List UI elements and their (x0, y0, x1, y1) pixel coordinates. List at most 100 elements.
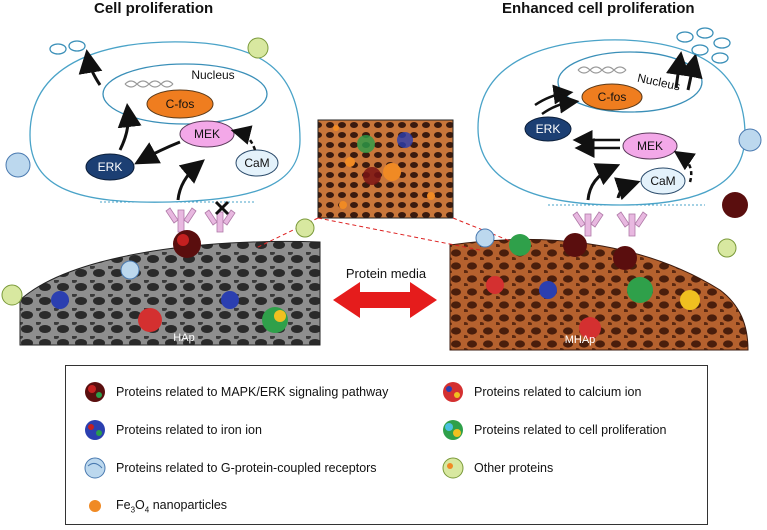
iron-protein (51, 291, 69, 309)
left-cell (19, 40, 321, 346)
mapk-protein-icon (85, 382, 105, 402)
gpcr-protein (738, 128, 762, 152)
legend: Proteins related to MAPK/ERK signaling p… (65, 365, 708, 525)
proliferation-protein (509, 234, 531, 256)
vesicle (711, 52, 729, 64)
protein-cluster (357, 135, 375, 153)
gpcr-protein (5, 152, 31, 178)
mek-node (622, 132, 678, 160)
block-cross-icon (214, 200, 230, 216)
legend-item-fe3o4: Fe3O4 nanoparticles (80, 494, 227, 518)
nanoparticle (427, 192, 435, 200)
nanoparticle (383, 163, 401, 181)
cam-label: CaM (650, 174, 675, 188)
mek-label: MEK (194, 127, 220, 141)
vesicle (676, 31, 694, 43)
proliferation-protein (627, 277, 653, 303)
calcium-protein (138, 308, 162, 332)
zoom-line (255, 217, 319, 249)
legend-label: Proteins related to iron ion (116, 423, 262, 437)
other-protein (717, 238, 737, 258)
other-protein (295, 218, 315, 238)
nanoparticle (339, 201, 347, 209)
receptor-icon (616, 211, 648, 237)
nanoparticle-icon (89, 500, 101, 512)
legend-label-fe3o4: Fe3O4 nanoparticles (116, 497, 228, 515)
iron-protein (539, 281, 557, 299)
mapk-protein (563, 233, 587, 257)
other-protein (1, 284, 23, 306)
gpcr-protein (120, 260, 140, 280)
protein-cluster (397, 132, 413, 148)
erk-node (85, 153, 135, 181)
cfos-node (581, 83, 643, 111)
vesicle (68, 40, 86, 52)
vesicle (713, 37, 731, 49)
legend-label: Proteins related to MAPK/ERK signaling p… (116, 385, 389, 399)
legend-label: Proteins related to calcium ion (474, 385, 642, 399)
legend-item-calcium: Proteins related to calcium ion (438, 380, 641, 404)
cfos-node (146, 89, 214, 119)
arrow-erk-to-cfos (117, 103, 142, 151)
arrow-mek-to-erk (134, 140, 181, 165)
mhap-substrate (449, 239, 749, 351)
legend-label: Proteins related to G-protein-coupled re… (116, 461, 377, 475)
erk-label: ERK (536, 122, 561, 136)
legend-label: Proteins related to cell proliferation (474, 423, 667, 437)
cell-membrane (29, 41, 301, 203)
vesicle (49, 43, 67, 55)
title-enhanced-cell-proliferation: Enhanced cell proliferation (502, 0, 695, 17)
erk-node (524, 116, 572, 142)
proliferation-protein (274, 310, 286, 322)
arrow-receptor-to-cam (613, 177, 641, 201)
mhap-label: MHAp (565, 334, 596, 346)
legend-item-proliferation: Proteins related to cell proliferation (438, 418, 666, 442)
mek-label: MEK (637, 139, 663, 153)
cfos-label: C-fos (598, 90, 627, 104)
protein-cluster (363, 167, 381, 185)
zoom-line (317, 217, 481, 251)
legend-label: Other proteins (474, 461, 554, 475)
arrow-cam-to-mek (230, 125, 257, 151)
iron-protein-icon (85, 420, 105, 440)
calcium-protein-icon (443, 382, 463, 402)
nanoparticle (333, 125, 339, 131)
legend-item-gpcr: Proteins related to G-protein-coupled re… (80, 456, 377, 480)
arrow-out-right (679, 53, 703, 91)
legend-item-other: Other proteins (438, 456, 553, 480)
hap-label: HAp (173, 332, 194, 344)
other-protein-icon (442, 457, 464, 479)
cfos-label: C-fos (166, 97, 195, 111)
other-protein (247, 37, 269, 59)
mapk-protein (722, 192, 748, 218)
hap-substrate (19, 240, 321, 346)
calcium-protein (579, 317, 601, 339)
receptor-icon (165, 207, 197, 233)
nucleus-label: Nucleus (191, 68, 234, 82)
arrow-erk-to-cfos (534, 84, 574, 107)
calcium-protein (486, 276, 504, 294)
cam-node (640, 167, 686, 195)
title-cell-proliferation: Cell proliferation (94, 0, 214, 17)
arrow-receptor-to-mek (586, 163, 621, 201)
dna-icon (577, 66, 627, 74)
legend-item-mapk: Proteins related to MAPK/ERK signaling p… (80, 380, 388, 404)
proliferation-protein (680, 290, 700, 310)
gpcr-protein (475, 228, 495, 248)
legend-item-iron: Proteins related to iron ion (80, 418, 262, 442)
nanoparticle (345, 157, 355, 167)
receptor-icon (572, 211, 604, 237)
double-arrow-icon (333, 282, 437, 318)
diagram-canvas: Nucleus C-fos MEK ERK CaM HAp Nucleus C-… (1, 27, 762, 351)
arrow-cam-to-mek (673, 150, 696, 183)
arrow-receptor-to-mek (176, 159, 205, 201)
erk-label: ERK (98, 160, 123, 174)
cam-node (235, 149, 279, 177)
proliferation-protein-icon (443, 420, 463, 440)
protein-media-label: Protein media (346, 266, 427, 281)
right-cell (449, 27, 749, 351)
arrow-out-left (78, 49, 103, 86)
receptor-icon (204, 209, 236, 233)
cam-label: CaM (244, 156, 269, 170)
